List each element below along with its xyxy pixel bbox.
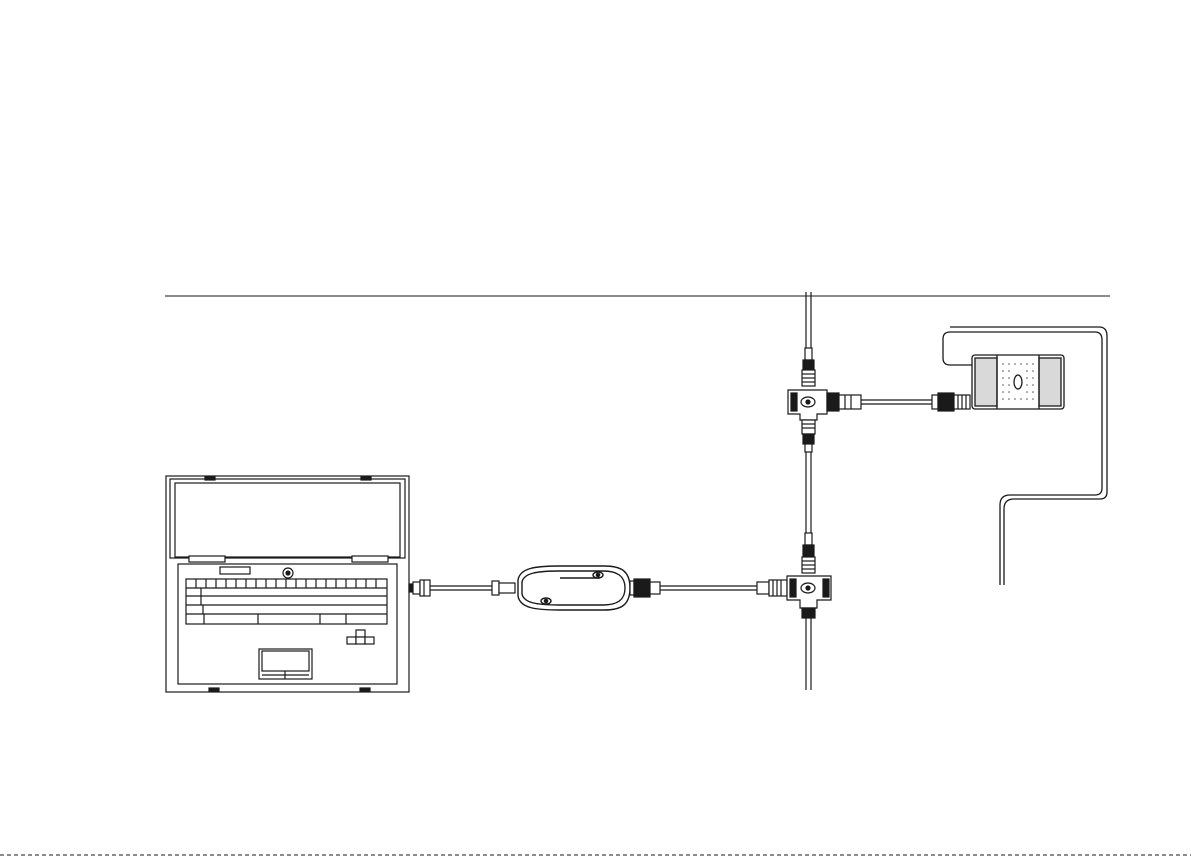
tee-connector-icon [788, 348, 861, 452]
usb-gateway-icon [518, 566, 630, 610]
drop-cable-upper [861, 393, 970, 411]
device-module-icon [943, 327, 1107, 585]
usb-plug-icon [409, 580, 430, 596]
usb-cable [430, 581, 515, 595]
tee-connector-icon [787, 533, 831, 618]
touchpad [259, 649, 312, 679]
drop-cable-lower [630, 579, 787, 597]
laptop-icon [166, 476, 409, 692]
